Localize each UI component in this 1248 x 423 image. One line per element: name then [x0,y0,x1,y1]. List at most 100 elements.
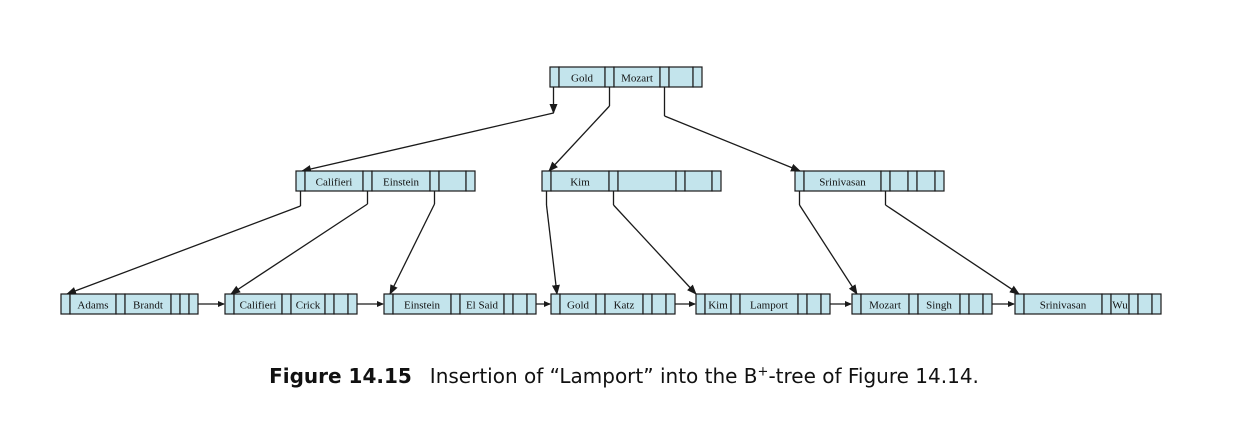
pointer-slot [115,293,126,315]
pointer-slot [450,293,461,315]
internal-node: Srinivasan [794,170,945,192]
pointer-slot [595,293,606,315]
node-key: Lamport [750,300,788,312]
node-key: Wu [1112,300,1128,312]
pointer-slot [362,170,373,192]
key-slot [968,293,984,315]
figure-label: Figure 14.15 [269,364,412,388]
pointer-slot [188,293,199,315]
child-pointer [389,203,436,295]
pointer-slot [959,293,970,315]
pointer-slot [907,170,918,192]
key-slot [438,170,467,192]
internal-node: Kim [541,170,722,192]
leaf-node: Adams Brandt [60,293,199,315]
pointer-slot [608,170,619,192]
pointer-slot [982,293,993,315]
pointer-slot [347,293,358,315]
root-node: Gold Mozart [549,66,703,88]
pointer-slot [465,170,476,192]
pointer-slot [665,293,676,315]
pointer-slot [908,293,919,315]
child-pointer [548,105,610,172]
pointer-slot [851,293,862,315]
node-key: Srinivasan [819,177,866,189]
pointer-slot [550,293,561,315]
node-key: Mozart [621,73,653,85]
child-pointer [885,204,1020,295]
node-key: El Said [466,300,499,312]
node-key: Singh [926,300,952,312]
key-slot [916,170,936,192]
key-slot [333,293,349,315]
key-slot [512,293,528,315]
key-slot [806,293,822,315]
pointer-slot [541,170,552,192]
pointer-slot [295,170,306,192]
pointer-slot [711,170,722,192]
child-pointer [545,204,560,295]
leaf-node: Kim Lamport [695,293,831,315]
pointer-slot [642,293,653,315]
pointer-slot [503,293,514,315]
tree-edges [66,81,1020,307]
pointer-slot [604,66,615,88]
caption-text-after: -tree of Figure 14.14. [768,364,979,388]
caption-text-before: Insertion of “Lamport” into the B [429,364,758,388]
pointer-slot [170,293,181,315]
pointer-slot [429,170,440,192]
key-slot [684,170,713,192]
figure-caption: Figure 14.15 Insertion of “Lamport” into … [0,364,1248,388]
pointer-slot [692,66,703,88]
key-slot [1137,293,1153,315]
node-key: Crick [296,300,321,312]
leaf-node: Srinivasan Wu [1014,293,1162,315]
pointer-slot [695,293,706,315]
node-key: Einstein [404,300,441,312]
node-key: Califieri [316,177,353,189]
internal-node: Califieri Einstein [295,170,476,192]
key-slot [889,170,909,192]
node-key: Califieri [240,300,277,312]
pointer-slot [794,170,805,192]
pointer-slot [675,170,686,192]
pointer-slot [1014,293,1025,315]
pointer-slot [60,293,71,315]
pointer-slot [659,66,670,88]
pointer-slot [549,66,560,88]
node-key: Adams [77,300,108,312]
leaf-node: Califieri Crick [224,293,358,315]
pointer-slot [730,293,741,315]
child-pointer [230,203,368,295]
child-pointer [798,204,858,295]
pointer-slot [797,293,808,315]
node-key: Brandt [133,300,163,312]
pointer-slot [324,293,335,315]
leaf-node: Einstein El Said [383,293,537,315]
child-pointer [66,205,301,295]
node-key: Srinivasan [1040,300,1087,312]
pointer-slot [224,293,235,315]
node-key: Gold [567,300,590,312]
child-pointer [301,112,554,173]
node-key: Kim [708,300,728,312]
key-slot [617,170,677,192]
pointer-slot [1128,293,1139,315]
pointer-slot [526,293,537,315]
node-key: Gold [571,73,594,85]
pointer-slot [880,170,891,192]
node-key: Einstein [383,177,420,189]
pointer-slot [934,170,945,192]
pointer-slot [281,293,292,315]
key-slot [668,66,694,88]
pointer-slot [1101,293,1112,315]
key-slot [651,293,667,315]
pointer-slot [1151,293,1162,315]
node-key: Kim [570,177,590,189]
key-slot [179,293,190,315]
pointer-slot [820,293,831,315]
